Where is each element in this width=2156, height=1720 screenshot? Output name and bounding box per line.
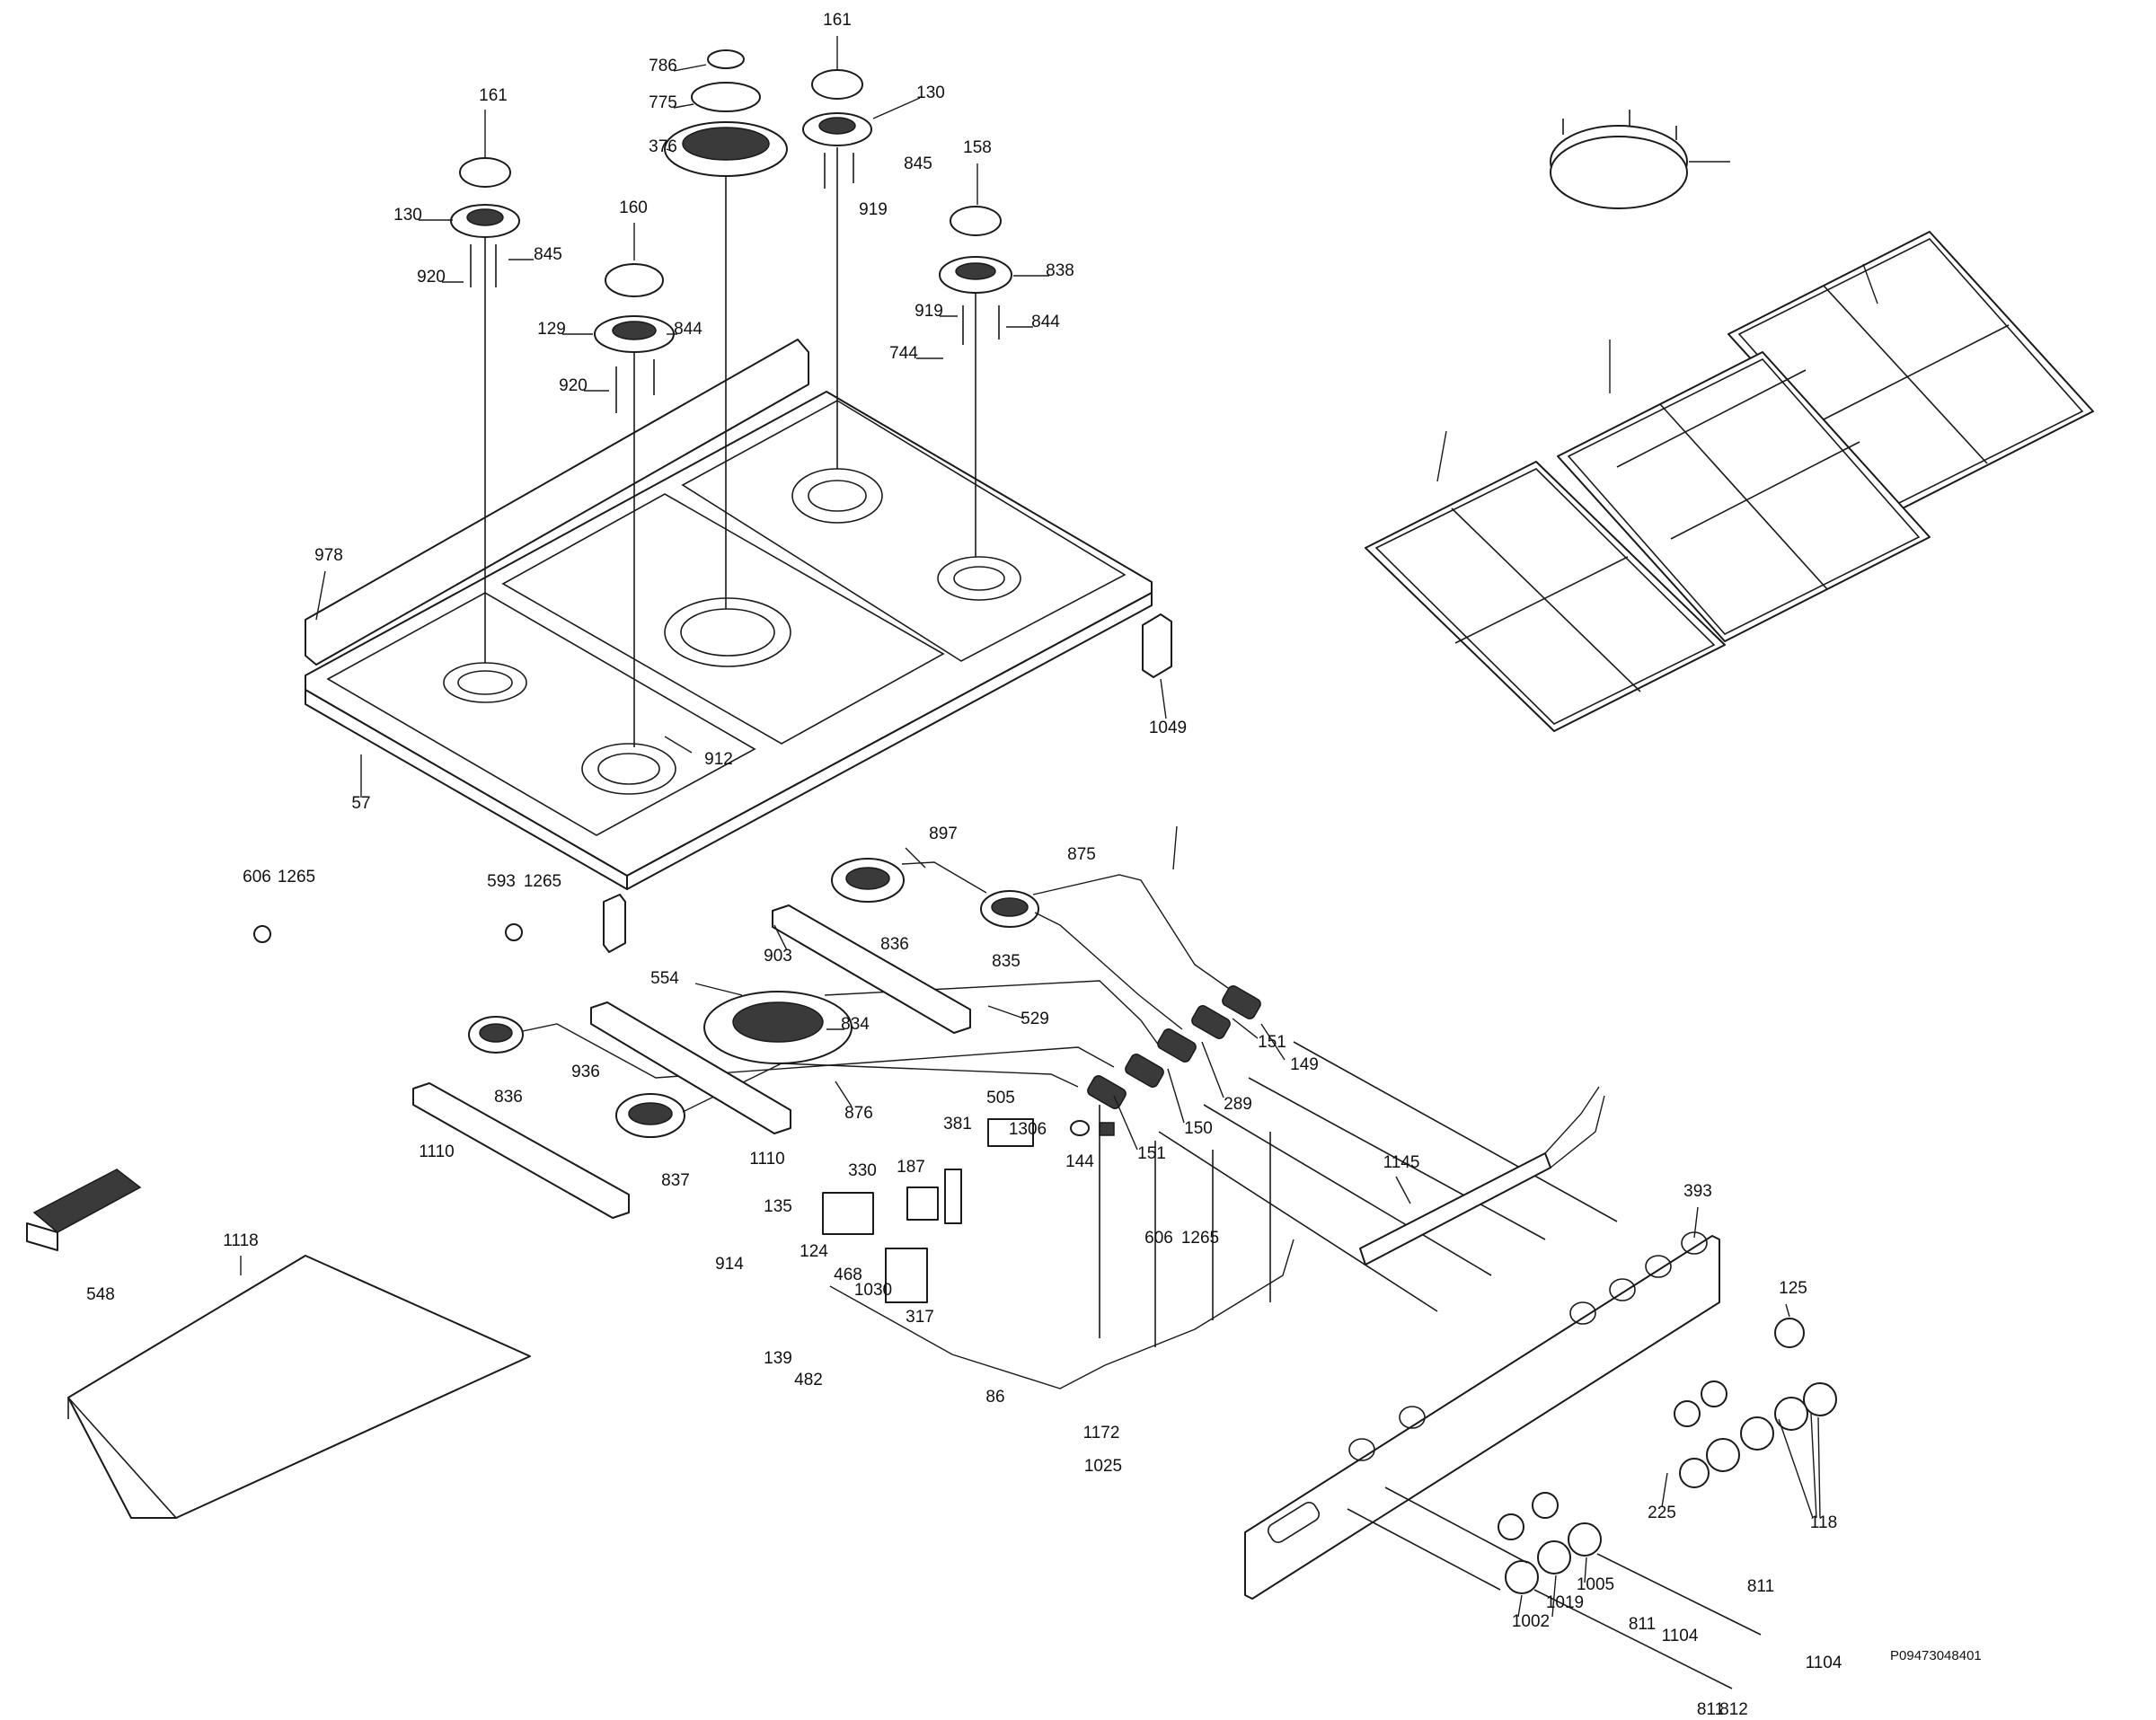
part-label: 1172 — [1083, 1424, 1120, 1442]
pan-supports — [1365, 110, 2094, 732]
drawing-code: P09473048401 — [1890, 1648, 1982, 1663]
part-label: 1104 — [1806, 1654, 1842, 1672]
part-label: 57 — [351, 794, 370, 813]
part-label: 393 — [1683, 1182, 1712, 1201]
part-label: 130 — [916, 84, 945, 102]
part-label: 125 — [1779, 1279, 1807, 1298]
leader-lines — [240, 36, 1878, 1618]
part-label: 158 — [963, 138, 992, 157]
part-label: 548 — [86, 1285, 115, 1304]
part-label: 1145 — [1383, 1153, 1420, 1172]
part-label: 1118 — [223, 1231, 258, 1250]
part-label: 903 — [764, 947, 792, 966]
part-label: 912 — [704, 750, 733, 769]
part-label: 144 — [1065, 1152, 1094, 1171]
part-label: 1104 — [1662, 1627, 1699, 1645]
part-label: 129 — [537, 320, 566, 339]
part-label: 838 — [1046, 261, 1074, 280]
part-label: 786 — [649, 57, 677, 75]
part-label: 936 — [571, 1063, 600, 1081]
part-label: 529 — [1021, 1010, 1049, 1028]
part-label: 135 — [764, 1197, 792, 1216]
part-label: 130 — [393, 206, 422, 225]
part-label: 1265 — [278, 868, 315, 886]
part-label: 897 — [929, 825, 958, 843]
part-label: 775 — [649, 93, 677, 112]
part-label: 1110 — [419, 1142, 454, 1161]
part-label: 151 — [1137, 1144, 1166, 1163]
part-label: 381 — [943, 1115, 972, 1133]
part-label: 1306 — [1009, 1120, 1047, 1139]
part-label: 844 — [1031, 313, 1060, 331]
part-label: 124 — [800, 1242, 828, 1261]
part-label: 919 — [915, 302, 943, 321]
part-label: 505 — [986, 1089, 1015, 1107]
part-label: 744 — [889, 344, 918, 363]
part-label: 150 — [1184, 1119, 1213, 1138]
part-label: 606 — [1144, 1229, 1173, 1248]
part-label: 149 — [1290, 1055, 1319, 1074]
part-label: 187 — [897, 1158, 925, 1177]
part-label: 919 — [859, 200, 888, 219]
part-label: 160 — [619, 198, 648, 217]
part-label: 836 — [880, 935, 909, 954]
part-label: 1049 — [1149, 719, 1187, 737]
control-knobs — [1347, 1318, 1837, 1689]
part-label: 1002 — [1512, 1612, 1550, 1631]
part-label: 161 — [479, 86, 508, 105]
part-label: 1030 — [854, 1281, 892, 1300]
part-label: 845 — [534, 245, 562, 264]
control-panel — [1244, 1231, 1720, 1600]
part-number-labels: 161 130 845 920 160 129 844 920 786 775 376 161 130 8… — [86, 11, 1842, 1719]
part-label: 875 — [1067, 845, 1096, 864]
part-label: 376 — [649, 137, 677, 156]
part-label: 920 — [417, 268, 446, 287]
part-label: 876 — [844, 1104, 873, 1123]
part-label: 1110 — [749, 1150, 784, 1169]
part-label: 914 — [715, 1255, 744, 1274]
part-label: 978 — [314, 546, 343, 565]
part-label: 161 — [823, 11, 852, 30]
part-label: 330 — [848, 1161, 877, 1180]
part-label: 468 — [834, 1266, 862, 1284]
part-label: 1025 — [1084, 1457, 1122, 1476]
part-label: 845 — [904, 154, 932, 173]
part-label: 844 — [674, 320, 702, 339]
part-label: 86 — [985, 1388, 1004, 1407]
burner-assemblies-top — [450, 49, 1012, 747]
part-label: 834 — [841, 1015, 870, 1034]
part-label: 811 — [1629, 1615, 1656, 1634]
side-parts — [26, 894, 626, 1519]
part-label: 812 — [1719, 1700, 1748, 1719]
gas-supply — [412, 858, 1618, 1312]
part-label: 554 — [650, 969, 679, 988]
part-label: 1005 — [1577, 1575, 1614, 1594]
part-label: 836 — [494, 1088, 523, 1107]
cooktop-tray — [305, 339, 1172, 890]
part-label: 317 — [906, 1308, 934, 1327]
part-label: 289 — [1224, 1095, 1252, 1114]
part-label: 593 — [487, 872, 516, 891]
part-label: 837 — [661, 1171, 690, 1190]
part-label: 118 — [1810, 1513, 1837, 1532]
part-label: 606 — [243, 868, 271, 886]
part-label: 151 — [1258, 1033, 1286, 1052]
part-label: 811 — [1747, 1577, 1774, 1596]
part-label: 811 — [1697, 1700, 1724, 1719]
part-label: 225 — [1648, 1504, 1676, 1522]
part-label: 835 — [992, 952, 1021, 971]
part-label: 1019 — [1546, 1593, 1584, 1612]
part-label: 1265 — [524, 872, 561, 891]
part-label: 482 — [794, 1371, 823, 1389]
part-label: 139 — [764, 1349, 792, 1368]
part-label: 920 — [559, 376, 588, 395]
part-label: 1265 — [1181, 1229, 1219, 1248]
electrical-parts — [822, 1086, 1605, 1389]
